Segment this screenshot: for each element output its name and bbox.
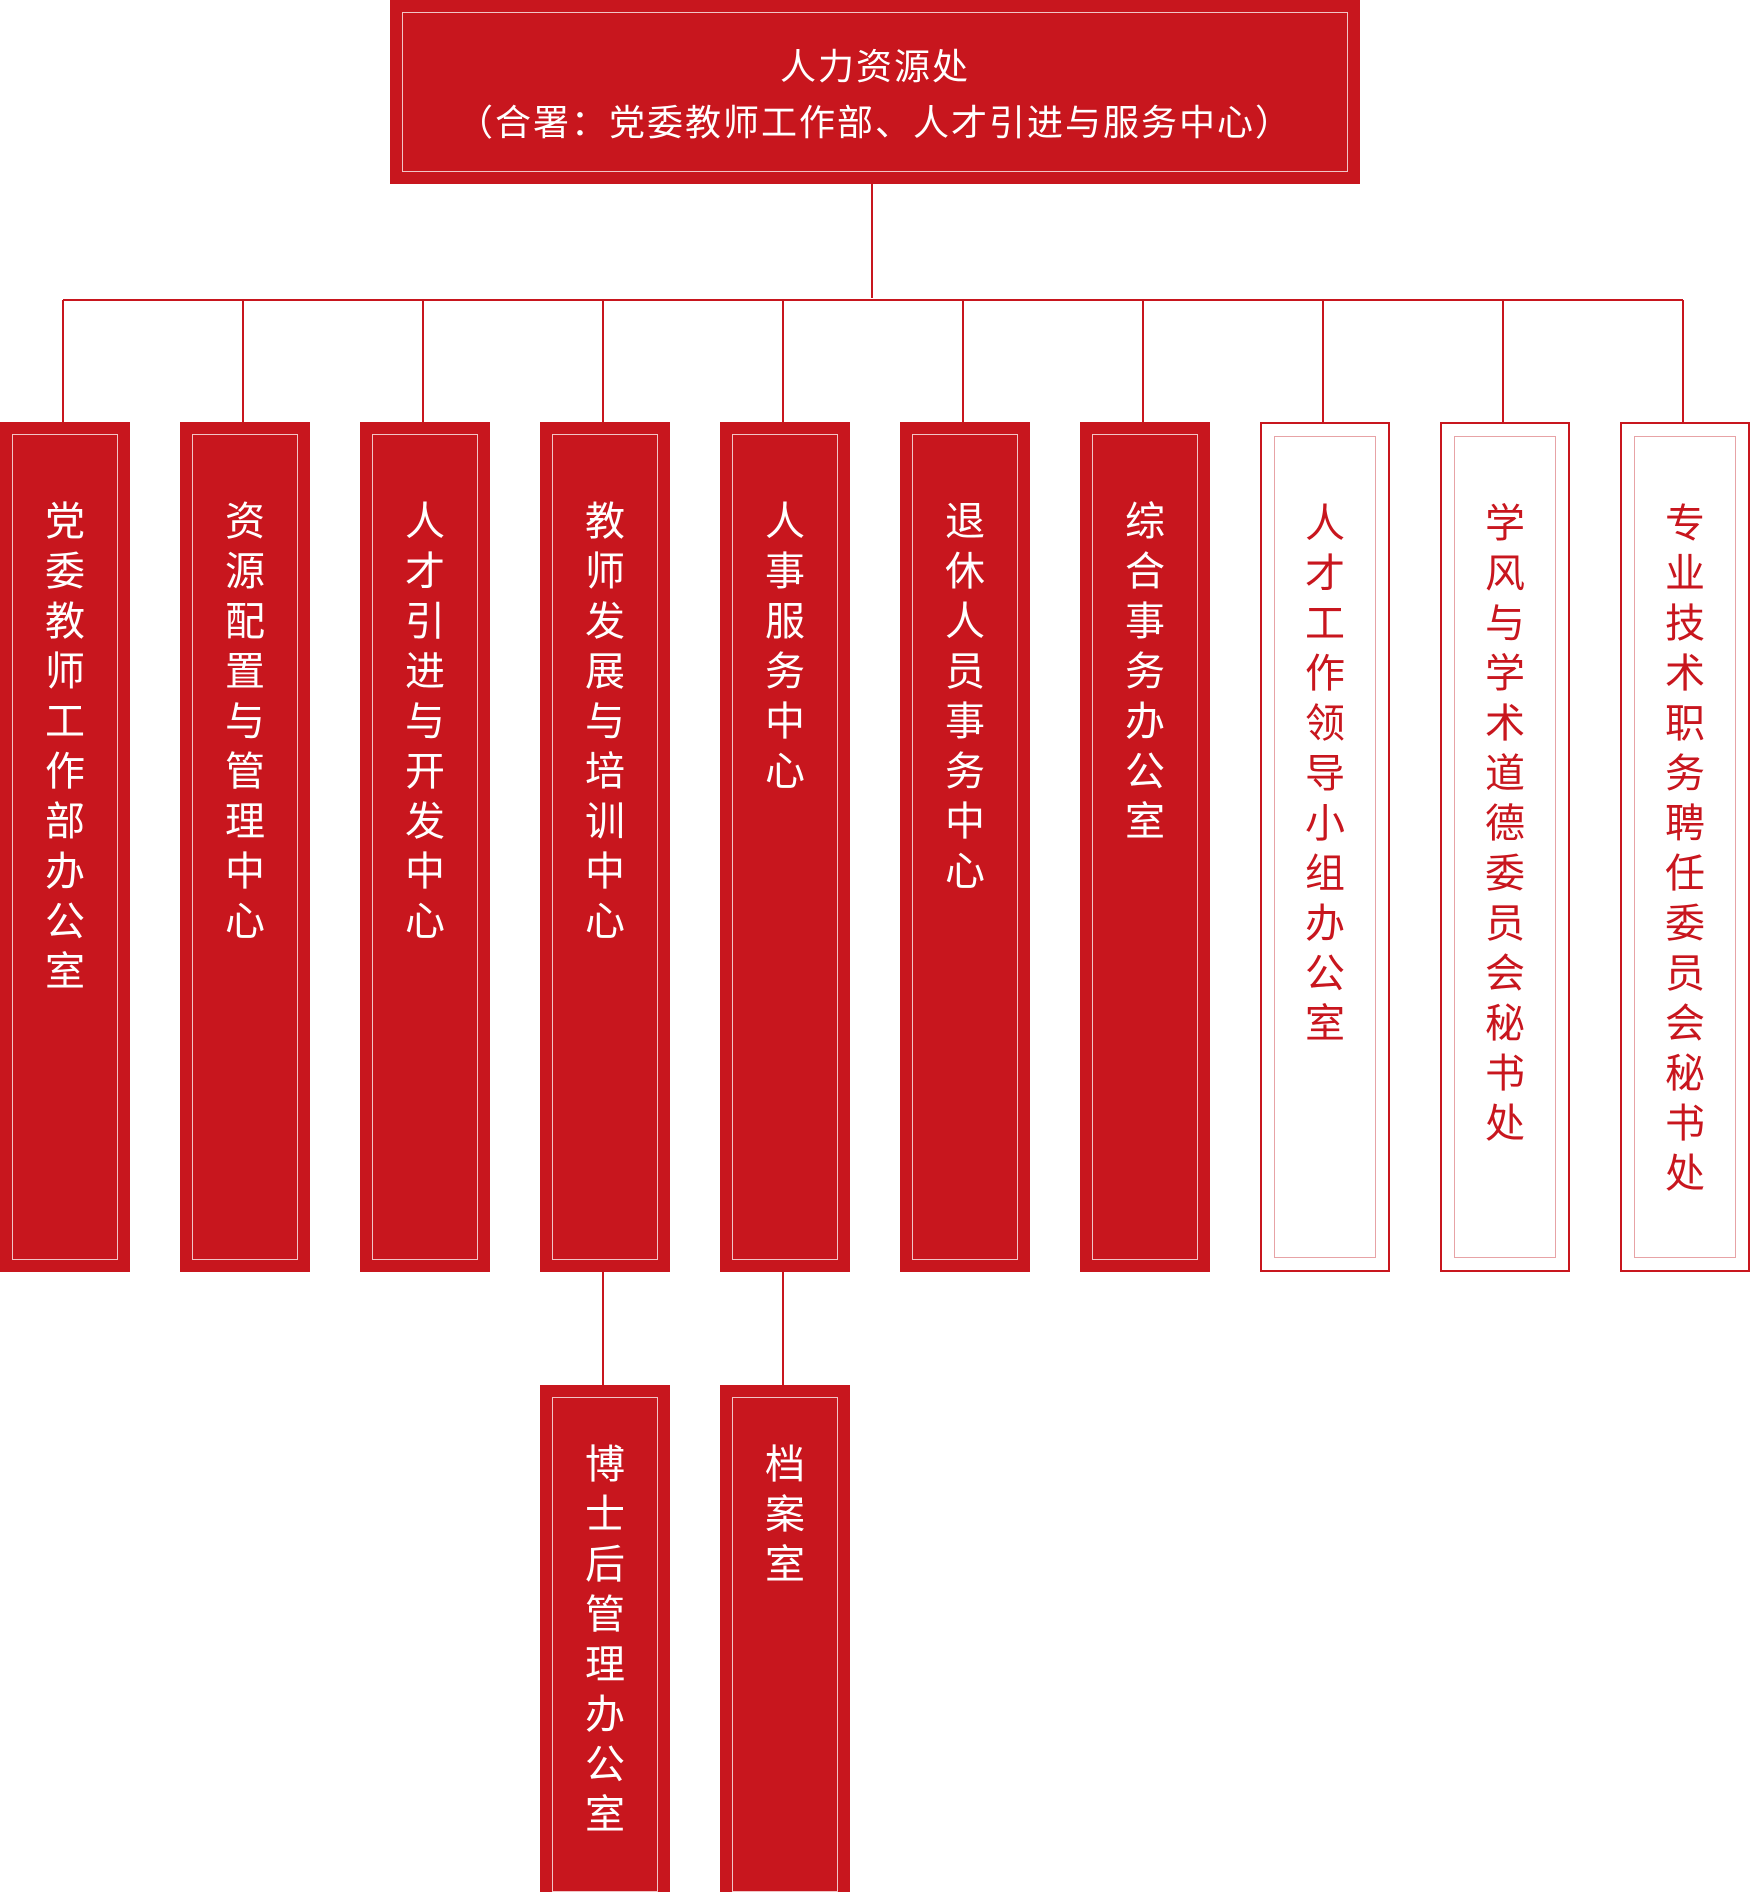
top-box-subtitle: （合署：党委教师工作部、人才引进与服务中心）	[456, 103, 1293, 144]
top-box-text: 人力资源处 （合署：党委教师工作部、人才引进与服务中心）	[390, 40, 1360, 152]
subunit-label: 博士后管理办公室	[585, 1442, 625, 1838]
dept-box-personnel-service: 人事服务中心	[720, 422, 850, 1272]
dept-box-inner-border	[372, 434, 478, 1260]
dept-label: 教师发展与培训中心	[585, 499, 625, 945]
dept-box-inner-border	[1634, 436, 1736, 1258]
dept-label: 人才引进与开发中心	[405, 499, 445, 945]
dept-label: 学风与学术道德委员会秘书处	[1485, 501, 1525, 1147]
dept-label: 党委教师工作部办公室	[45, 499, 85, 995]
dept-box-talent-leading-group: 人才工作领导小组办公室	[1260, 422, 1390, 1272]
dept-box-academic-ethics-secretariat: 学风与学术道德委员会秘书处	[1440, 422, 1570, 1272]
dept-box-inner-border	[1092, 434, 1198, 1260]
dept-box-inner-border	[552, 434, 658, 1260]
dept-label: 人才工作领导小组办公室	[1305, 501, 1345, 1047]
dept-label: 综合事务办公室	[1125, 499, 1165, 845]
dept-label: 资源配置与管理中心	[225, 499, 265, 945]
dept-box-title-appointment-secretariat: 专业技术职务聘任委员会秘书处	[1620, 422, 1750, 1272]
dept-box-inner-border	[1274, 436, 1376, 1258]
dept-label: 专业技术职务聘任委员会秘书处	[1665, 501, 1705, 1197]
dept-box-talent-recruitment: 人才引进与开发中心	[360, 422, 490, 1272]
dept-label: 退休人员事务中心	[945, 499, 985, 895]
dept-box-inner-border	[12, 434, 118, 1260]
subunit-label: 档案室	[765, 1442, 805, 1588]
dept-label: 人事服务中心	[765, 499, 805, 795]
dept-box-inner-border	[912, 434, 1018, 1260]
subunit-box-archive-room: 档案室	[720, 1385, 850, 1892]
dept-box-resource-allocation: 资源配置与管理中心	[180, 422, 310, 1272]
dept-box-general-affairs: 综合事务办公室	[1080, 422, 1210, 1272]
top-department-box: 人力资源处 （合署：党委教师工作部、人才引进与服务中心）	[390, 0, 1360, 184]
dept-box-retiree-affairs: 退休人员事务中心	[900, 422, 1030, 1272]
subunit-box-postdoc-office: 博士后管理办公室	[540, 1385, 670, 1892]
top-box-inner-border	[402, 12, 1348, 172]
dept-box-inner-border	[1454, 436, 1556, 1258]
dept-box-teacher-development: 教师发展与培训中心	[540, 422, 670, 1272]
top-box-title: 人力资源处	[779, 47, 970, 88]
dept-box-inner-border	[732, 434, 838, 1260]
dept-box-inner-border	[192, 434, 298, 1260]
dept-box-party-teacher-office: 党委教师工作部办公室	[0, 422, 130, 1272]
